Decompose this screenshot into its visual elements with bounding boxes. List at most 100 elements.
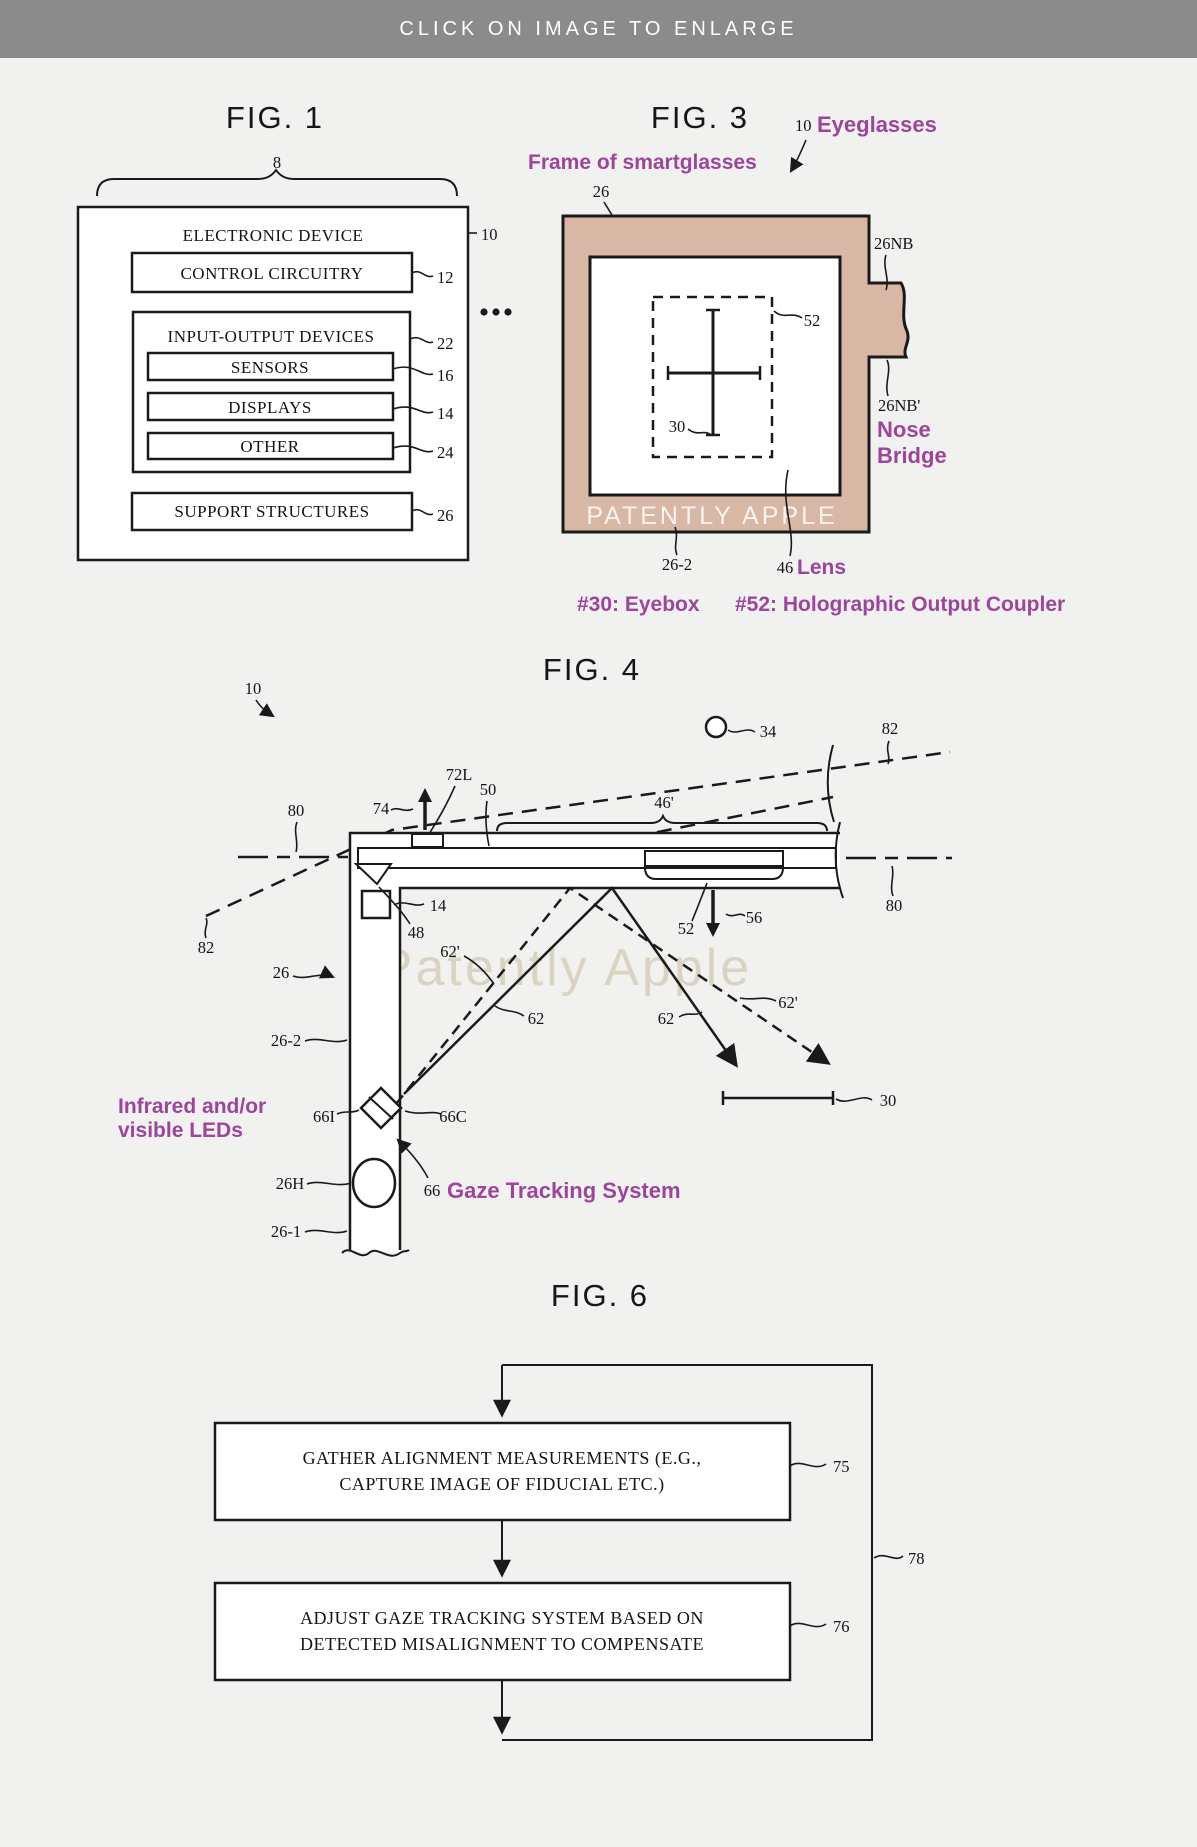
fig3-frame-annotation: Frame of smartglasses — [528, 151, 757, 174]
fig4-squiggle-62p-left — [463, 955, 495, 985]
fig3-ref-26NB: 26NB — [874, 234, 913, 253]
fig3-lens-annotation: Lens — [797, 556, 846, 579]
fig6-squiggle-78 — [873, 1554, 904, 1560]
fig4-ray-dashed — [395, 886, 831, 1105]
fig4-squiggle-62-right — [678, 1011, 703, 1018]
fig6-squiggle-75 — [789, 1462, 827, 1468]
fig3-title: FIG. 3 — [651, 100, 749, 135]
fig1-squiggle-14 — [392, 406, 434, 414]
fig4-hinge-circle — [351, 1157, 397, 1209]
fig3-ref-30: 30 — [669, 417, 686, 436]
fig4-ref-26-1: 26-1 — [271, 1222, 301, 1241]
fig6-title: FIG. 6 — [551, 1278, 649, 1313]
fig6-ref-76: 76 — [833, 1617, 850, 1636]
fig3-caption-coupler: #52: Holographic Output Coupler — [735, 593, 1065, 616]
fig3-eyeglasses-annotation: Eyeglasses — [817, 112, 937, 137]
fig3-squiggle-26NBp — [886, 359, 890, 397]
fig4-ref-10: 10 — [245, 679, 262, 698]
fig6-loop-line — [502, 1364, 873, 1741]
fig4-ref-74: 74 — [373, 799, 390, 818]
fig1-label-displays: DISPLAYS — [228, 398, 312, 417]
fig3-watermark: PATENTLY APPLE — [586, 502, 837, 530]
fig4-leds-annotation-2: visible LEDs — [118, 1119, 243, 1142]
fig1-ref-16: 16 — [437, 366, 454, 385]
fig4-ref-34: 34 — [760, 722, 777, 741]
fig3-nose-annotation-1: Nose — [877, 417, 931, 442]
fig4-squiggle-26-1 — [304, 1229, 348, 1234]
fig1-ref-24: 24 — [437, 443, 454, 462]
fig3-connector-26 — [603, 201, 613, 216]
fig4-ref-26-2: 26-2 — [271, 1031, 301, 1050]
fig4-frame-outline-1 — [348, 831, 840, 1250]
fig6: FIG. 6 GATHER ALIGNMENT MEASUREMENTS (E.… — [213, 1278, 925, 1741]
fig1-sensors-box — [146, 351, 395, 382]
fig6-box1-line2: CAPTURE IMAGE OF FIDUCIAL ETC.) — [339, 1474, 664, 1495]
fig4-diamond-divider — [368, 1096, 394, 1120]
fig4-title: FIG. 4 — [543, 652, 641, 687]
fig6-box-adjust — [213, 1581, 792, 1682]
fig3-ref-52: 52 — [804, 311, 821, 330]
fig4-ref-62p-right: 62' — [778, 993, 798, 1012]
fig4-gaze-annotation: Gaze Tracking System — [447, 1178, 681, 1203]
fig1-displays-box — [146, 391, 395, 422]
fig6-box2-line1: ADJUST GAZE TRACKING SYSTEM BASED ON — [300, 1608, 704, 1628]
fig4-projector-module — [411, 833, 444, 848]
fig4-frame-outline-2 — [398, 886, 840, 1250]
fig4-frame-wavy-cut — [341, 1249, 410, 1257]
fig4-arrow-10 — [255, 699, 275, 718]
fig4-squiggle-62p-right — [739, 997, 777, 1002]
fig4-squiggle-66I — [336, 1109, 360, 1115]
fig3-connector-46 — [784, 469, 793, 557]
fig3-connector-26-2 — [674, 526, 678, 556]
fig4-ref-80-right: 80 — [886, 896, 903, 915]
fig4-output-coupler — [644, 850, 784, 867]
fig1-ref-12: 12 — [437, 268, 454, 287]
fig1-title: FIG. 1 — [226, 100, 324, 135]
fig4-brace-46p — [496, 813, 828, 832]
fig4-ref-82-right: 82 — [882, 719, 899, 738]
fig1-ref-22: 22 — [437, 334, 454, 353]
fig4-ref-30: 30 — [880, 1091, 897, 1110]
fig4-display-module — [360, 889, 392, 920]
fig4-up-arrow-head — [418, 788, 432, 802]
fig4-ref-66I: 66I — [313, 1107, 335, 1126]
fig1-label-control: CONTROL CIRCUITRY — [180, 264, 363, 283]
fig3-lens — [588, 255, 842, 497]
fig3-caption-eyebox: #30: Eyebox — [577, 593, 700, 616]
fig4-ref-52: 52 — [678, 919, 695, 938]
fig4-arc-lower — [834, 821, 844, 899]
fig3-coupler-dashed-box — [651, 295, 774, 459]
fig4-arc-upper — [826, 744, 835, 823]
fig6-squiggle-76 — [789, 1622, 827, 1628]
fig4-squiggle-82-left — [204, 917, 208, 939]
fig4-ref-14: 14 — [430, 896, 447, 915]
fig4-connector-72L — [428, 785, 456, 835]
fig6-ref-78: 78 — [908, 1549, 925, 1568]
fig4-squiggle-26H — [306, 1181, 352, 1186]
fig4-squiggle-82-right — [886, 740, 890, 765]
fig4-squiggle-56 — [725, 913, 746, 917]
fig4-eyebox-line — [721, 1091, 835, 1105]
fig4-ref-48: 48 — [408, 923, 425, 942]
enlarge-banner-text: CLICK ON IMAGE TO ENLARGE — [399, 17, 798, 40]
fig4-ref-62p-left: 62' — [440, 942, 460, 961]
fig4-squiggle-66C — [404, 1110, 442, 1115]
fig4-coupler-bracket — [644, 868, 784, 880]
fig4-down-arrow-head — [706, 923, 720, 937]
fig1-label-other: OTHER — [240, 437, 299, 456]
fig4-squiggle-30 — [835, 1097, 873, 1102]
fig1-support-box — [130, 491, 414, 532]
fig1-label-support: SUPPORT STRUCTURES — [174, 502, 369, 521]
fig1-other-box — [146, 431, 395, 461]
fig6-ref-75: 75 — [833, 1457, 850, 1476]
fig4-ref-26: 26 — [273, 963, 290, 982]
fig3-ref-26-2: 26-2 — [662, 555, 692, 574]
fig1-squiggle-16 — [392, 366, 434, 376]
fig1-control-box — [130, 251, 414, 294]
fig4-squiggle-80-right — [890, 865, 894, 897]
fig3-eyeglasses-arrow — [789, 139, 807, 173]
fig1-ref-26: 26 — [437, 506, 454, 525]
fig4-leds-annotation-1: Infrared and/or — [118, 1095, 266, 1118]
